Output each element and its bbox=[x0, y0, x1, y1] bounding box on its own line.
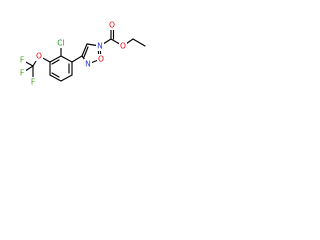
ring-oxygen-label: O bbox=[98, 55, 104, 64]
fluorine-label: F bbox=[20, 56, 24, 65]
fluorine-label: F bbox=[20, 69, 24, 78]
atom-o-ester: O bbox=[119, 41, 127, 51]
bond bbox=[81, 43, 88, 57]
bond-aryl-oxadiazole bbox=[71, 55, 83, 63]
atom-f-left: F bbox=[18, 68, 26, 78]
bond bbox=[49, 55, 62, 63]
chlorine-label: Cl bbox=[57, 39, 64, 48]
ether-oxygen-label: O bbox=[36, 52, 42, 61]
atom-o-ether: O bbox=[35, 51, 43, 61]
bond bbox=[60, 74, 73, 82]
nitrogen-label: N bbox=[85, 60, 91, 69]
nitrogen-label: N bbox=[97, 42, 103, 51]
fluorine-label: F bbox=[31, 78, 35, 87]
double-bond bbox=[51, 72, 60, 78]
atom-f-top: F bbox=[18, 55, 26, 65]
atom-cl: Cl bbox=[54, 38, 68, 48]
bond-ethyl bbox=[132, 38, 146, 47]
atom-o-ring: O bbox=[97, 54, 105, 64]
atom-f-bottom: F bbox=[29, 77, 37, 87]
bond bbox=[60, 55, 73, 63]
bond bbox=[49, 74, 62, 82]
bond bbox=[83, 46, 89, 58]
atom-o-carbonyl: O bbox=[108, 20, 116, 30]
atom-n-top: N bbox=[96, 41, 104, 51]
ester-oxygen-label: O bbox=[120, 42, 126, 51]
chemical-structure: Cl O F F F N N O O O bbox=[18, 20, 146, 87]
benzene-ring bbox=[49, 55, 73, 82]
double-bond bbox=[51, 59, 60, 65]
atom-n-bottom: N bbox=[84, 59, 92, 69]
carbonyl-oxygen-label: O bbox=[109, 21, 115, 30]
